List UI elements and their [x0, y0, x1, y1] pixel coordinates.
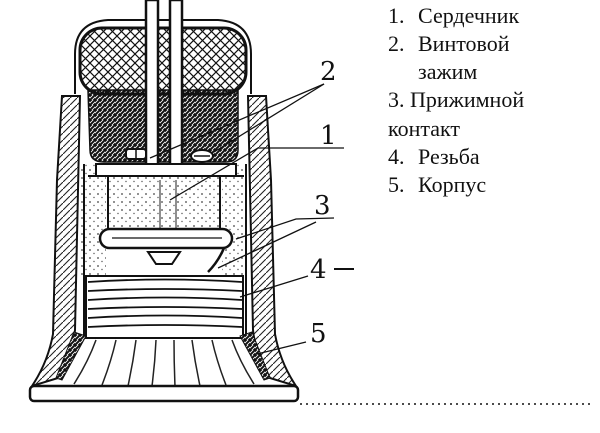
- legend-item-number: 5.: [388, 171, 405, 197]
- callout-number-1: 1: [320, 121, 337, 151]
- core-rods: [144, 0, 184, 168]
- legend: 1. Сердечник 2. Винтовой зажим 3. Прижим…: [388, 2, 594, 199]
- legend-item-label: Корпус: [418, 171, 487, 197]
- legend-item-number: 4.: [388, 143, 405, 169]
- callout-leaders: [149, 83, 354, 355]
- legend-item-number: 3.: [388, 87, 405, 113]
- legend-item-5: 5. Корпус: [388, 171, 594, 199]
- legend-item-1: 1. Сердечник: [388, 2, 594, 30]
- legend-item-3: 3. Прижимной контакт: [388, 86, 594, 142]
- callout-numbers: 2 1 3 4 5: [310, 57, 337, 349]
- cavity-stipple: [80, 164, 248, 338]
- legend-item-4: 4. Резьба: [388, 143, 594, 171]
- base-band: [28, 384, 300, 403]
- legend-item-label: Винтовой зажим: [418, 31, 510, 85]
- callout-number-3: 3: [314, 191, 331, 221]
- callout-number-2: 2: [320, 57, 337, 87]
- legend-item-2: 2. Винтовой зажим: [388, 30, 594, 86]
- core-block: [107, 176, 221, 233]
- base-skirt: [55, 331, 271, 387]
- legend-item-label: Резьба: [418, 143, 480, 169]
- cap-crosshatch: [74, 19, 252, 96]
- callout-number-5: 5: [310, 319, 327, 349]
- legend-item-number: 1.: [388, 3, 405, 28]
- pressure-contact: [98, 227, 234, 273]
- legend-item-label: Сердечник: [418, 3, 520, 28]
- callout-number-4: 4: [310, 255, 327, 285]
- thread-section: [85, 275, 244, 339]
- legend-item-number: 2.: [388, 31, 405, 57]
- insulation-hatch: [87, 89, 239, 163]
- legend-item-label: Прижимной контакт: [388, 87, 525, 141]
